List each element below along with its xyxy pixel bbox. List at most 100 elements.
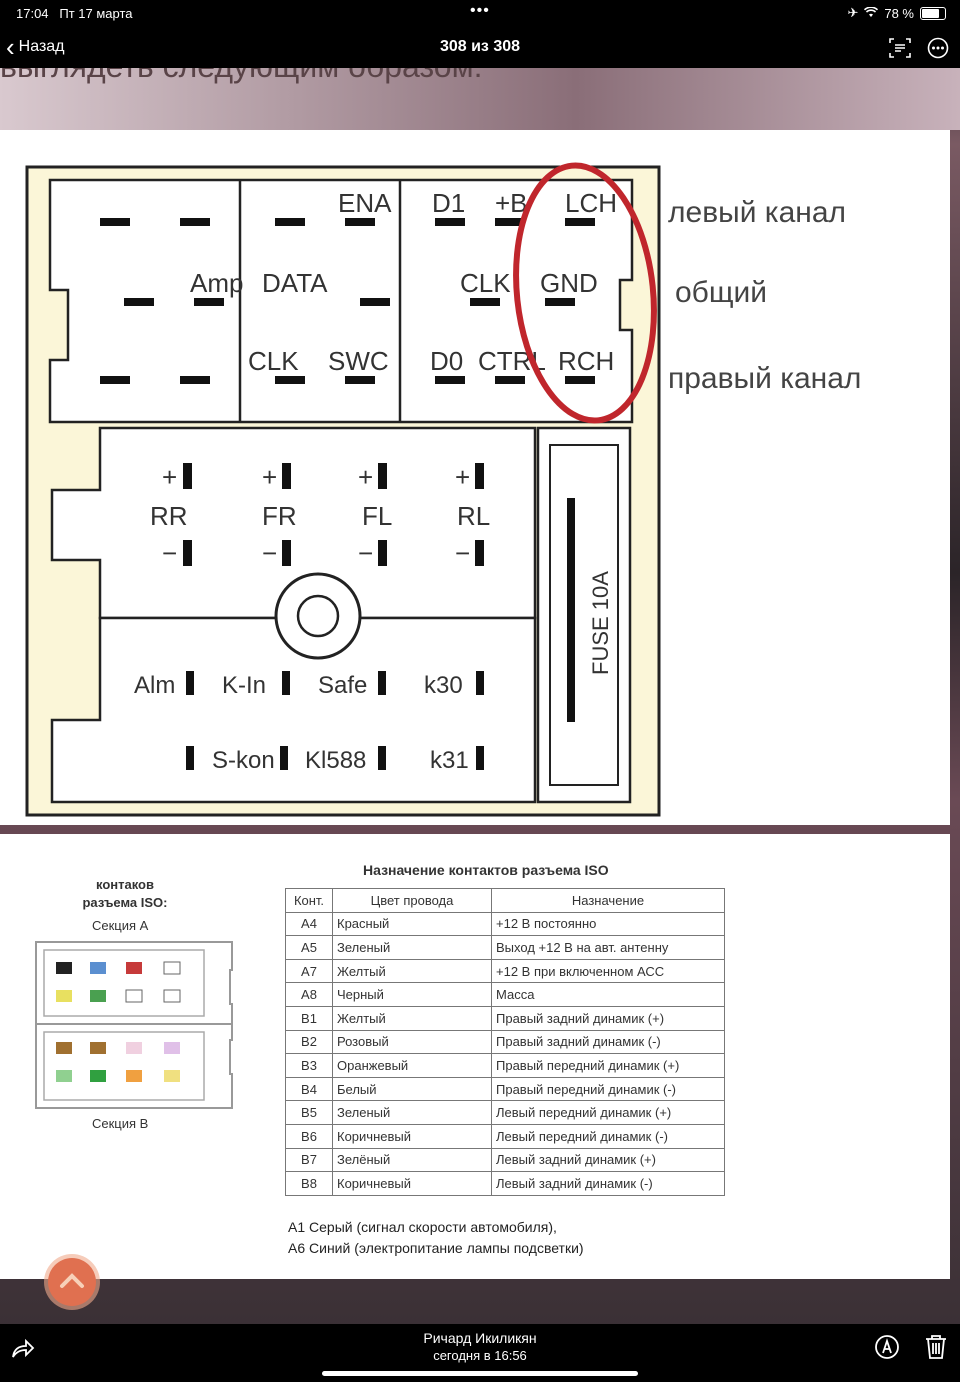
- bottom-toolbar: Ричард Икиликян сегодня в 16:56: [0, 1324, 960, 1382]
- pin-cell: А4: [285, 911, 333, 937]
- purpose-cell: Левый передний динамик (-): [491, 1123, 725, 1149]
- pin-cell: В6: [285, 1123, 333, 1149]
- purpose-cell: Правый задний динамик (+): [491, 1005, 725, 1031]
- status-bar: 17:04 Пт 17 марта ••• ✈ 78 %: [0, 0, 960, 28]
- column-header: Назначение: [491, 888, 725, 913]
- more-icon[interactable]: [926, 36, 950, 60]
- purpose-cell: Правый задний динамик (-): [491, 1029, 725, 1055]
- wifi-icon: [864, 5, 879, 21]
- pin-cell: В5: [285, 1100, 333, 1125]
- photo-top-strip: выглядеть следующим образом:: [0, 68, 960, 130]
- pin-label: ENA: [338, 188, 392, 218]
- plus-sign: +: [455, 462, 470, 492]
- purpose-cell: Выход +12 В на авт. антенну: [491, 935, 725, 960]
- pin-label: D1: [432, 188, 465, 218]
- status-right: ✈ 78 %: [847, 5, 946, 21]
- pin-cell: В4: [285, 1076, 333, 1102]
- chevron-left-icon: ‹: [6, 32, 15, 62]
- pin-label: GND: [540, 268, 598, 298]
- minus-sign: −: [162, 538, 177, 568]
- pin-cell: А7: [285, 958, 333, 984]
- minus-sign: −: [358, 538, 373, 568]
- pin-label: SWC: [328, 346, 389, 376]
- battery-icon: [920, 6, 946, 20]
- share-icon[interactable]: [10, 1336, 36, 1367]
- airplane-icon: ✈: [847, 5, 859, 20]
- speaker-label: FL: [362, 501, 392, 531]
- iso-connector-diagram: [35, 941, 233, 1109]
- purpose-cell: Левый задний динамик (+): [491, 1147, 725, 1173]
- highlight-circle: [513, 162, 657, 424]
- plus-sign: +: [358, 462, 373, 492]
- multitasking-dots[interactable]: •••: [470, 2, 490, 19]
- connector-diagram: ENA D1 +B LCH Amp DATA CLK GND CLK SWC D…: [25, 162, 661, 817]
- battery-percent: 78 %: [884, 5, 914, 21]
- text-recognition-icon[interactable]: [888, 36, 912, 60]
- wire-color-cell: Зеленый: [332, 1100, 492, 1125]
- wire-color-cell: Красный: [332, 911, 492, 937]
- scroll-up-button[interactable]: [48, 1258, 96, 1306]
- column-header: Конт.: [285, 888, 333, 913]
- chevron-up-icon: [60, 1273, 84, 1288]
- status-time: 17:04 Пт 17 марта: [16, 6, 133, 21]
- purpose-cell: +12 В постоянно: [491, 911, 725, 937]
- wire-color-cell: Черный: [332, 982, 492, 1007]
- left-channel-label: левый канал: [668, 196, 847, 229]
- markup-icon[interactable]: [874, 1334, 900, 1365]
- pin-label: Amp: [190, 268, 243, 298]
- back-button[interactable]: ‹ Назад: [6, 34, 65, 60]
- pin-label: LCH: [565, 188, 617, 218]
- purpose-cell: Масса: [491, 982, 725, 1007]
- footnote: А1 Серый (сигнал скорости автомобиля), А…: [288, 1217, 584, 1259]
- pin-label: K-In: [222, 672, 266, 699]
- pin-cell: В3: [285, 1053, 333, 1078]
- author-name: Ричард Икиликян: [423, 1330, 537, 1346]
- plus-sign: +: [262, 462, 277, 492]
- footnote-line: А6 Синий (электропитание лампы подсветки…: [288, 1240, 584, 1256]
- section-a-label: Секция А: [92, 918, 149, 933]
- pin-label: D0: [430, 346, 463, 376]
- purpose-cell: Левый передний динамик (+): [491, 1100, 725, 1125]
- pin-label: CLK: [460, 268, 511, 298]
- pin-label: k30: [424, 672, 463, 699]
- wire-color-cell: Белый: [332, 1076, 492, 1102]
- pin-cell: В7: [285, 1147, 333, 1173]
- back-label: Назад: [18, 38, 65, 55]
- navigation-bar: ‹ Назад 308 из 308: [0, 28, 960, 68]
- speaker-label: FR: [262, 501, 297, 531]
- pin-label: DATA: [262, 268, 328, 298]
- posted-time: сегодня в 16:56: [433, 1348, 527, 1363]
- wire-color-cell: Коричневый: [332, 1123, 492, 1149]
- footnote-line: А1 Серый (сигнал скорости автомобиля),: [288, 1219, 557, 1235]
- table-title: Назначение контактов разъема ISO: [363, 862, 609, 878]
- section-b-label: Секция В: [92, 1116, 149, 1131]
- wire-color-cell: Желтый: [332, 958, 492, 984]
- pin-label: RCH: [558, 346, 614, 376]
- purpose-cell: Левый задний динамик (-): [491, 1171, 725, 1196]
- wire-color-cell: Зелёный: [332, 1147, 492, 1173]
- fuse-label: FUSE 10A: [588, 571, 613, 675]
- right-channel-label: правый канал: [668, 362, 862, 395]
- trash-icon[interactable]: [924, 1334, 948, 1365]
- pin-cell: В1: [285, 1005, 333, 1031]
- wire-color-cell: Розовый: [332, 1029, 492, 1055]
- home-indicator[interactable]: [322, 1371, 638, 1376]
- pin-cell: В2: [285, 1029, 333, 1055]
- purpose-cell: +12 В при включенном АСС: [491, 958, 725, 984]
- pin-cell: В8: [285, 1171, 333, 1196]
- pin-label: k31: [430, 747, 469, 774]
- minus-sign: −: [262, 538, 277, 568]
- connector-diagram-panel: ENA D1 +B LCH Amp DATA CLK GND CLK SWC D…: [0, 130, 950, 825]
- pin-label: +B: [495, 188, 528, 218]
